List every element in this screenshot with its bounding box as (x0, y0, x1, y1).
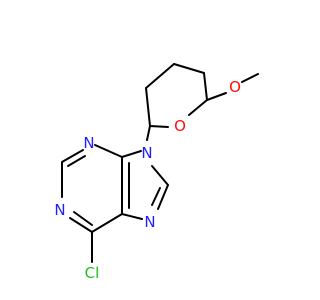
atom-o-methoxy-label: O (229, 78, 241, 96)
atom-n7-label: N (144, 213, 155, 231)
bond-c4p-c5p (173, 63, 205, 74)
bond-c2p-c3p (145, 87, 151, 127)
bond-c5p-c6p (203, 72, 208, 101)
bond-oring-c2p (149, 125, 169, 128)
bond-omethoxy-ch3 (241, 73, 259, 83)
atom-cl-label: Cl (85, 264, 100, 282)
atom-o-ring-label: O (174, 117, 186, 135)
bond-n7-c5 (121, 213, 143, 220)
bond-c4-n9 (121, 150, 142, 158)
bonds (61, 63, 259, 263)
bond-c2-n3-double (67, 155, 86, 167)
bond-n9-c8 (151, 165, 169, 186)
bond-c6p-oring (188, 99, 208, 116)
atom-n3-label: N (83, 134, 94, 152)
bond-n1-c6 (69, 217, 93, 233)
bond-c8-n7 (157, 184, 169, 210)
bond-c3p-c4p (145, 63, 175, 89)
atom-n1-label: N (54, 201, 65, 219)
bond-c6-c5 (91, 213, 123, 233)
bond-c8-n7-double (151, 187, 161, 206)
bond-c2-n3 (61, 149, 84, 163)
bond-n9-c2p (146, 125, 151, 141)
bond-n1-c6-double (73, 211, 93, 226)
bond-c6p-omethoxy (206, 92, 227, 101)
atom-labels: N N N N O O Cl (54, 78, 241, 282)
bond-n3-c4 (94, 144, 123, 158)
molecule-structure-diagram: N N N N O O Cl (54, 63, 259, 282)
atom-n9-label: N (141, 144, 152, 162)
